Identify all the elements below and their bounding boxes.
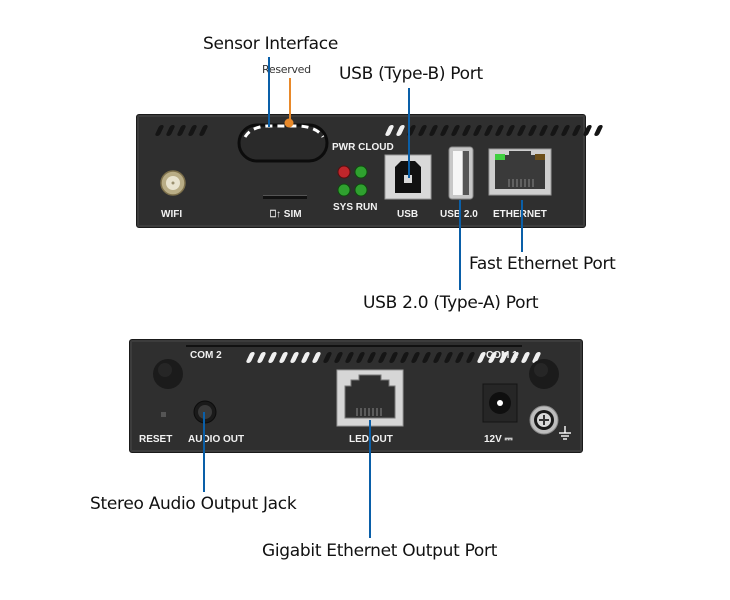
ethernet-port[interactable] [488, 148, 552, 196]
sys-run-label: SYS RUN [333, 202, 378, 213]
rubber-foot-right [529, 359, 559, 389]
ground-symbol-icon [559, 426, 571, 440]
sensor-interface-callout: Sensor Interface [203, 34, 338, 54]
reserved-leader-dot [284, 118, 294, 128]
sim-card-icon: ⎕↑ [270, 209, 284, 220]
wifi-label: WIFI [161, 209, 183, 220]
com2-label: COM 2 [190, 350, 222, 361]
reserved-callout: Reserved [262, 63, 311, 76]
led-cloud [354, 165, 368, 179]
audio-out-jack[interactable] [193, 400, 217, 424]
sim-label: ⎕↑ SIM [270, 209, 302, 220]
reset-button[interactable] [161, 412, 166, 417]
power-label: 12V ⎓ [484, 434, 513, 445]
ethernet-link-led [495, 154, 505, 160]
fast-ethernet-callout: Fast Ethernet Port [469, 254, 616, 274]
ground-screw [529, 405, 571, 440]
usb-type-b-callout: USB (Type-B) Port [339, 64, 483, 84]
led-sys [337, 183, 351, 197]
usb-type-a-callout: USB 2.0 (Type-A) Port [363, 293, 539, 313]
vent-grille-left [154, 125, 209, 136]
panel-seam [186, 345, 522, 347]
reserved-leader [289, 78, 291, 122]
fast-ethernet-leader [521, 200, 523, 252]
pwr-cloud-label: PWR CLOUD [332, 142, 394, 153]
rear-vent-grille [245, 352, 542, 363]
sensor-interface-port [237, 123, 329, 163]
usb2-label: USB 2.0 [440, 209, 478, 220]
reset-label: RESET [139, 434, 173, 445]
dc-power-jack[interactable] [482, 383, 518, 423]
led-run [354, 183, 368, 197]
rubber-foot-left [153, 359, 183, 389]
usb-type-a-leader [459, 200, 461, 290]
wifi-antenna-connector [160, 170, 186, 196]
stereo-audio-callout: Stereo Audio Output Jack [90, 494, 297, 514]
status-leds [337, 165, 368, 197]
sensor-interface-leader [268, 57, 270, 127]
vent-grille-right [384, 125, 604, 136]
usb-label: USB [397, 209, 419, 220]
usb-type-a-port[interactable] [448, 146, 474, 200]
rear-panel: COM 2 COM 1 RESET AUDIO OUT LED OUT 12V … [129, 339, 583, 453]
gigabit-ethernet-leader [369, 420, 371, 538]
audio-out-label: AUDIO OUT [188, 434, 245, 445]
sim-slot[interactable] [263, 195, 307, 199]
usb-type-b-leader [408, 88, 410, 178]
front-panel: WIFI ⎕↑ SIM PWR CLOUD SYS RUN USB USB 2.… [136, 114, 604, 228]
gigabit-ethernet-callout: Gigabit Ethernet Output Port [262, 541, 498, 561]
led-out-port[interactable] [336, 369, 404, 427]
led-pwr [337, 165, 351, 179]
ethernet-label: ETHERNET [493, 209, 547, 220]
ethernet-activity-led [535, 154, 545, 160]
stereo-audio-leader [203, 412, 205, 492]
